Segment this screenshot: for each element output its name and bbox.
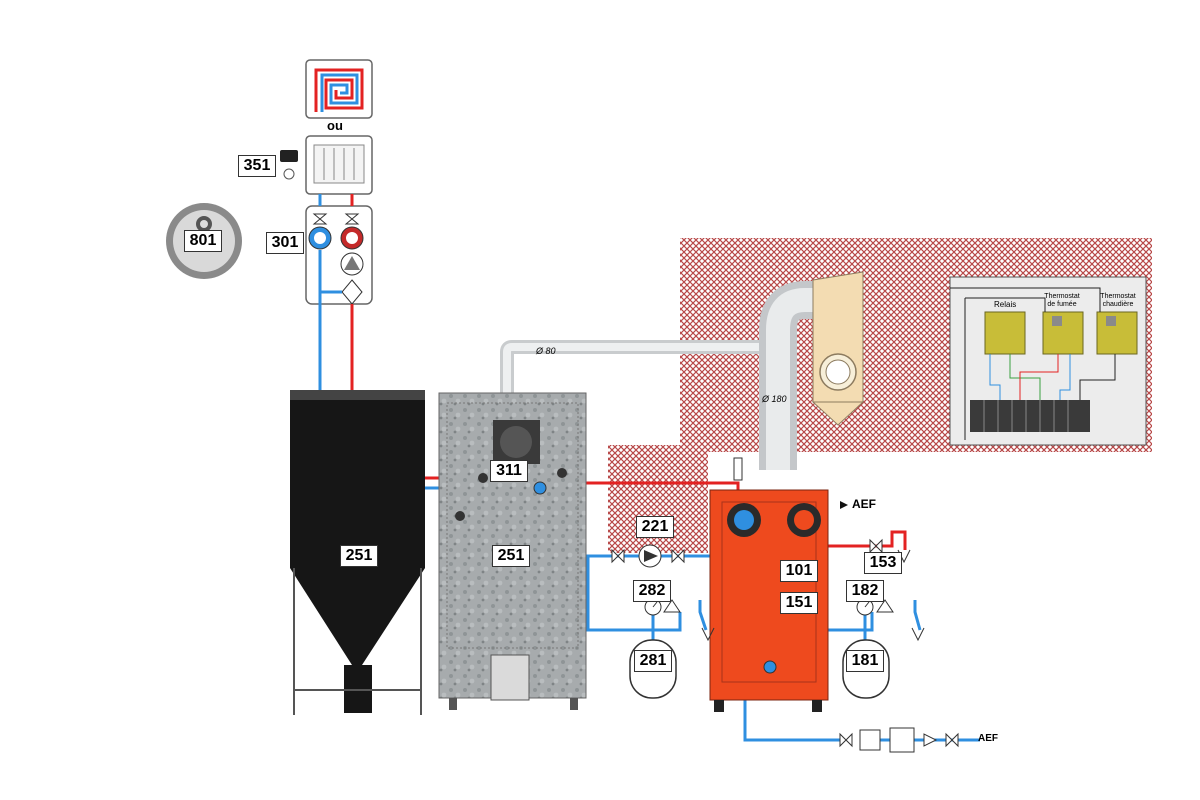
thermostat-chaudiere-text: Thermostat chaudière xyxy=(1100,293,1136,308)
aef-arrow-icon xyxy=(840,501,848,509)
label-101: 101 xyxy=(780,560,818,582)
label-151: 151 xyxy=(780,592,818,614)
flue-pipe-180 xyxy=(759,281,815,470)
valve-153 xyxy=(869,538,883,554)
circulator-pump-221 xyxy=(611,544,685,568)
underfloor-heating-icon xyxy=(305,59,373,119)
thermostat-fumee-text: Thermostat de fumée xyxy=(1044,293,1080,308)
relais-text: Relais xyxy=(994,300,1017,309)
label-251-stove: 251 xyxy=(492,545,530,567)
label-801: 801 xyxy=(184,230,222,252)
control-panel xyxy=(949,276,1147,446)
label-311: 311 xyxy=(490,460,528,482)
label-351: 351 xyxy=(238,155,276,177)
label-282: 282 xyxy=(633,580,671,602)
pressure-gauge-282 xyxy=(644,598,681,616)
diameter-180-text: Ø 180 xyxy=(762,394,787,404)
pellet-silo xyxy=(290,390,425,715)
flue-pipe-80 xyxy=(500,340,760,395)
label-251-silo: 251 xyxy=(340,545,378,567)
radiator-icon xyxy=(305,135,373,195)
label-153: 153 xyxy=(864,552,902,574)
aef-bottom-text: AEF xyxy=(978,733,998,744)
label-181: 181 xyxy=(846,650,884,672)
ou-text: ou xyxy=(327,118,343,133)
hydraulic-module xyxy=(305,205,373,305)
backup-boiler xyxy=(709,457,829,712)
room-thermostat-icon xyxy=(280,150,298,180)
diameter-80-text: Ø 80 xyxy=(536,346,556,356)
label-301: 301 xyxy=(266,232,304,254)
flue-module xyxy=(811,271,865,426)
label-182: 182 xyxy=(846,580,884,602)
cold-water-inlet-group xyxy=(839,727,959,753)
aef-top-text: AEF xyxy=(852,497,876,511)
label-221: 221 xyxy=(636,516,674,538)
label-281: 281 xyxy=(634,650,672,672)
